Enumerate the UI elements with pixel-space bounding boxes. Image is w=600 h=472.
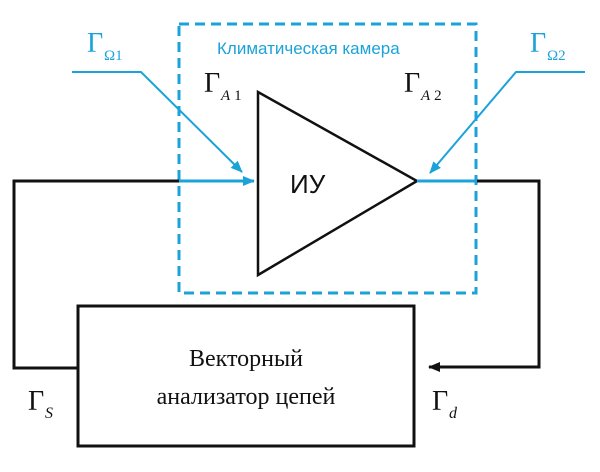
amplifier-triangle — [256, 89, 420, 278]
amplifier-label: ИУ — [290, 169, 326, 199]
input-cable — [12, 179, 180, 370]
gamma-omega1-label: Γ Ω1 — [87, 28, 123, 64]
climatic-chamber-box — [177, 22, 478, 295]
gamma-symbol: Γ — [28, 386, 44, 417]
a2-subscript-letter: A — [420, 88, 431, 104]
chamber-label: Климатическая камера — [217, 39, 400, 58]
omega1-leader-arrow — [72, 71, 243, 173]
a1-subscript-letter: A — [220, 88, 231, 104]
gamma-a1-label: Γ A 1 — [204, 68, 242, 104]
a2-subscript-number: 2 — [434, 88, 442, 104]
analyzer-label-line1: Векторный — [189, 346, 303, 372]
gamma-symbol: Γ — [432, 386, 448, 417]
gamma-symbol: Γ — [87, 28, 103, 59]
analyzer-label-line2: анализатор цепей — [157, 384, 336, 410]
s-subscript: S — [45, 405, 53, 422]
gamma-symbol: Γ — [404, 68, 420, 99]
gamma-a2-label: Γ A 2 — [404, 68, 442, 104]
gamma-omega2-label: Γ Ω2 — [530, 28, 566, 64]
vector-network-analyzer-box — [76, 304, 416, 448]
d-subscript: d — [449, 405, 458, 422]
a1-subscript-number: 1 — [234, 88, 242, 104]
omega1-subscript: Ω1 — [104, 48, 123, 64]
gamma-d-label: Γ d — [432, 386, 458, 422]
gamma-symbol: Γ — [204, 68, 220, 99]
gamma-symbol: Γ — [530, 28, 546, 59]
gamma-s-label: Γ S — [28, 386, 53, 422]
omega2-subscript: Ω2 — [547, 48, 566, 64]
omega2-leader-arrow — [429, 71, 585, 174]
output-cable — [428, 179, 541, 372]
